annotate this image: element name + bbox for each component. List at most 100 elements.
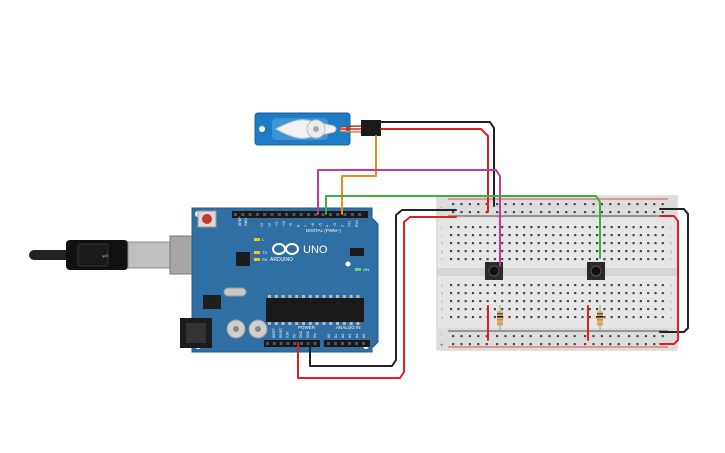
terminal-hole[interactable]: [639, 250, 642, 253]
terminal-hole[interactable]: [632, 316, 635, 319]
terminal-hole[interactable]: [632, 242, 635, 245]
rail-hole[interactable]: [521, 211, 524, 214]
terminal-hole[interactable]: [559, 234, 562, 237]
terminal-hole[interactable]: [501, 292, 504, 295]
terminal-hole[interactable]: [647, 242, 650, 245]
terminal-hole[interactable]: [661, 250, 664, 253]
terminal-hole[interactable]: [530, 292, 533, 295]
terminal-hole[interactable]: [537, 308, 540, 311]
terminal-hole[interactable]: [574, 242, 577, 245]
rail-hole[interactable]: [600, 211, 603, 214]
rail-hole[interactable]: [653, 335, 656, 338]
terminal-hole[interactable]: [639, 308, 642, 311]
wire-servo-ground[interactable]: [380, 121, 495, 207]
terminal-hole[interactable]: [581, 308, 584, 311]
terminal-hole[interactable]: [625, 226, 628, 229]
terminal-hole[interactable]: [639, 300, 642, 303]
terminal-hole[interactable]: [552, 250, 555, 253]
terminal-hole[interactable]: [530, 284, 533, 287]
rail-hole[interactable]: [617, 211, 620, 214]
terminal-hole[interactable]: [471, 308, 475, 311]
rail-hole[interactable]: [512, 335, 515, 338]
terminal-hole[interactable]: [501, 284, 504, 287]
terminal-hole[interactable]: [450, 300, 453, 303]
terminal-hole[interactable]: [493, 258, 496, 261]
terminal-hole[interactable]: [596, 234, 599, 237]
pushbutton-right[interactable]: [587, 262, 605, 280]
terminal-hole[interactable]: [617, 242, 621, 245]
terminal-hole[interactable]: [617, 308, 621, 311]
resistor-right[interactable]: [597, 305, 603, 331]
terminal-hole[interactable]: [647, 316, 650, 319]
rail-hole[interactable]: [592, 203, 595, 206]
terminal-hole[interactable]: [566, 284, 569, 287]
rail-hole[interactable]: [548, 335, 551, 338]
terminal-hole[interactable]: [515, 258, 518, 261]
terminal-hole[interactable]: [501, 258, 504, 261]
terminal-hole[interactable]: [457, 250, 460, 253]
terminal-hole[interactable]: [450, 292, 453, 295]
rail-hole[interactable]: [529, 203, 532, 206]
rail-hole[interactable]: [573, 203, 576, 206]
terminal-hole[interactable]: [647, 300, 650, 303]
terminal-hole[interactable]: [559, 226, 562, 229]
terminal-hole[interactable]: [544, 316, 548, 319]
terminal-hole[interactable]: [603, 300, 606, 303]
terminal-hole[interactable]: [493, 292, 496, 295]
terminal-hole[interactable]: [654, 250, 657, 253]
rail-hole[interactable]: [628, 335, 631, 338]
terminal-hole[interactable]: [588, 292, 591, 295]
terminal-hole[interactable]: [457, 292, 460, 295]
terminal-hole[interactable]: [661, 292, 664, 295]
terminal-hole[interactable]: [596, 308, 599, 311]
terminal-hole[interactable]: [552, 258, 555, 261]
terminal-hole[interactable]: [471, 300, 475, 303]
header-pin[interactable]: [299, 213, 303, 216]
terminal-hole[interactable]: [523, 316, 526, 319]
terminal-hole[interactable]: [617, 250, 621, 253]
terminal-hole[interactable]: [479, 258, 482, 261]
header-pin[interactable]: [306, 342, 310, 345]
rail-hole[interactable]: [460, 203, 463, 206]
terminal-hole[interactable]: [639, 226, 642, 229]
terminal-hole[interactable]: [486, 284, 489, 287]
terminal-hole[interactable]: [464, 284, 467, 287]
terminal-hole[interactable]: [647, 258, 650, 261]
rail-hole[interactable]: [452, 343, 455, 346]
terminal-hole[interactable]: [479, 316, 482, 319]
terminal-hole[interactable]: [566, 226, 569, 229]
rail-hole[interactable]: [529, 343, 532, 346]
terminal-hole[interactable]: [574, 300, 577, 303]
wire-rail-bridge-5v[interactable]: [659, 215, 679, 345]
terminal-hole[interactable]: [632, 300, 635, 303]
header-pin[interactable]: [241, 213, 245, 216]
rail-hole[interactable]: [529, 335, 532, 338]
header-pin[interactable]: [328, 213, 332, 216]
terminal-hole[interactable]: [552, 300, 555, 303]
terminal-hole[interactable]: [588, 234, 591, 237]
terminal-hole[interactable]: [603, 308, 606, 311]
rail-hole[interactable]: [460, 343, 463, 346]
terminal-hole[interactable]: [632, 308, 635, 311]
terminal-hole[interactable]: [457, 308, 460, 311]
terminal-hole[interactable]: [588, 284, 591, 287]
terminal-hole[interactable]: [464, 258, 467, 261]
terminal-hole[interactable]: [464, 300, 467, 303]
terminal-hole[interactable]: [479, 226, 482, 229]
terminal-hole[interactable]: [486, 226, 489, 229]
terminal-hole[interactable]: [574, 250, 577, 253]
terminal-hole[interactable]: [617, 258, 621, 261]
terminal-hole[interactable]: [493, 284, 496, 287]
terminal-hole[interactable]: [632, 226, 635, 229]
header-pin[interactable]: [286, 342, 290, 345]
terminal-hole[interactable]: [486, 250, 489, 253]
rail-hole[interactable]: [496, 203, 499, 206]
terminal-hole[interactable]: [566, 242, 569, 245]
terminal-hole[interactable]: [625, 308, 628, 311]
terminal-hole[interactable]: [596, 292, 599, 295]
terminal-hole[interactable]: [581, 284, 584, 287]
terminal-hole[interactable]: [530, 250, 533, 253]
rail-hole[interactable]: [644, 343, 647, 346]
servo-motor[interactable]: [254, 112, 381, 146]
terminal-hole[interactable]: [501, 250, 504, 253]
